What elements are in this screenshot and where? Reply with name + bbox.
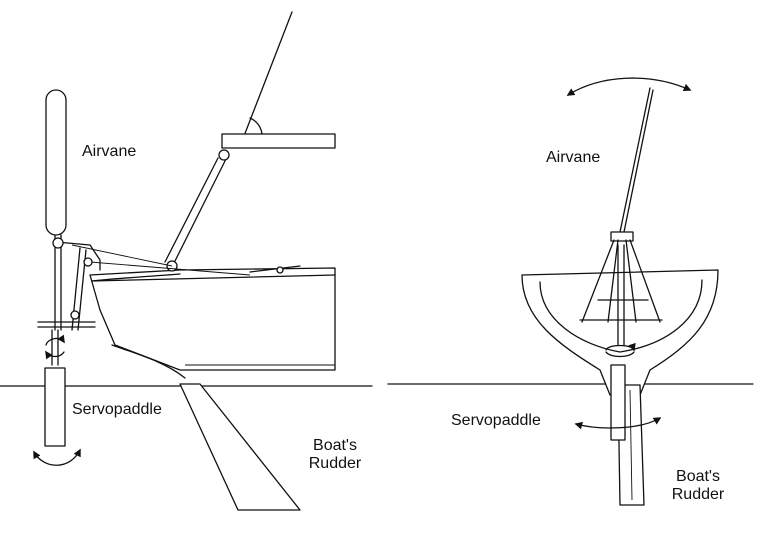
airvane-label-right: Airvane	[546, 149, 601, 166]
servopaddle-right	[610, 364, 626, 441]
airvane-left	[45, 89, 67, 236]
boats-rudder-line2-right: Rudder	[671, 486, 725, 503]
servopaddle-label-left: Servopaddle	[72, 401, 162, 418]
boats-rudder-line2: Rudder	[308, 455, 362, 472]
airvane-right	[619, 87, 651, 233]
servopaddle-swing-arrow	[33, 448, 81, 466]
boom-assembly	[164, 11, 336, 272]
servopaddle-left	[44, 367, 66, 447]
left-side-view	[0, 11, 373, 511]
airvane-label-left: Airvane	[82, 143, 137, 160]
vane-gear-frame-right	[579, 231, 663, 358]
servopaddle-label-right: Servopaddle	[451, 412, 541, 429]
boats-rudder-line1: Boat's	[313, 437, 357, 454]
servopaddle-swing-arrow-right	[574, 417, 662, 430]
airvane-swing-arrow	[566, 77, 692, 96]
boat-hull-side	[89, 267, 336, 371]
vane-gear-frame	[37, 234, 101, 366]
boats-rudder-label-right: Boat's Rudder	[663, 468, 733, 504]
boats-rudder-line1-right: Boat's	[676, 468, 720, 485]
control-lines	[71, 244, 301, 276]
boats-rudder-side	[179, 383, 301, 511]
boats-rudder-label-left: Boat's Rudder	[300, 437, 370, 473]
right-stern-view	[387, 77, 754, 506]
